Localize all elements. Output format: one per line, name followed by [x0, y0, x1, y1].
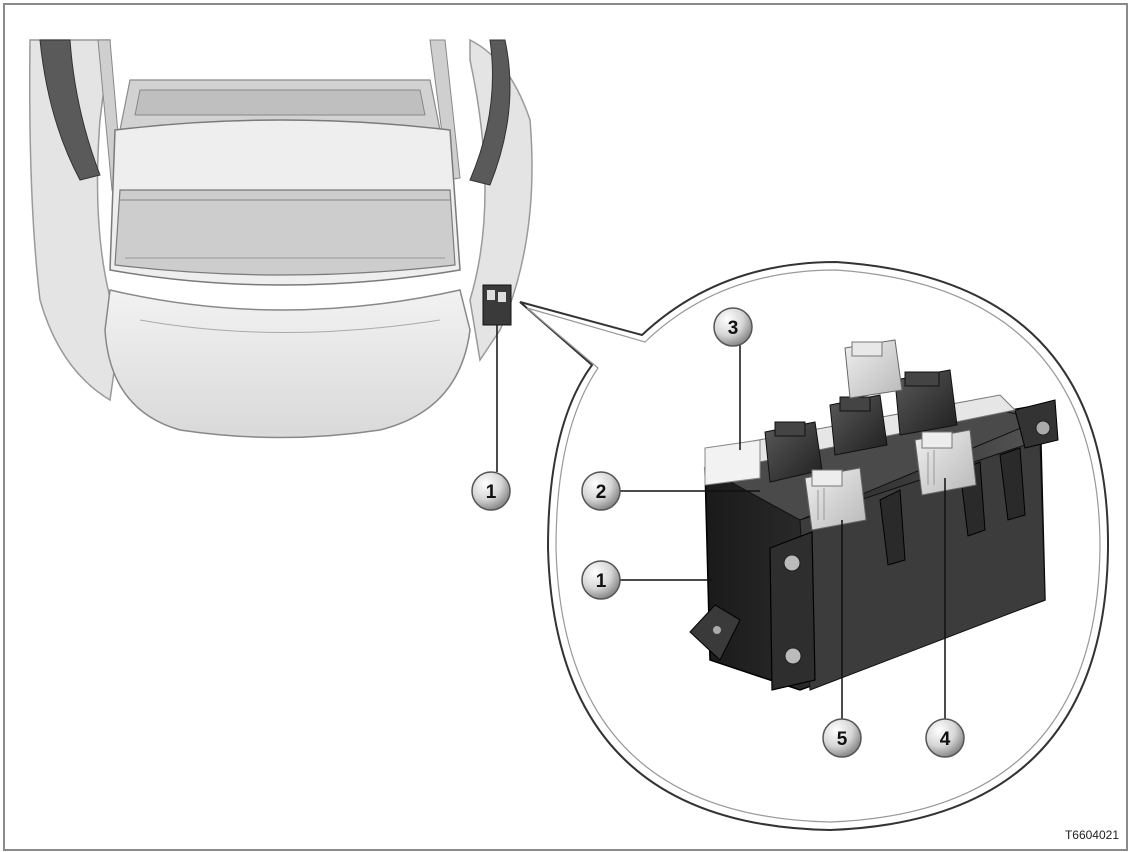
callout-detail-4-label: 4: [940, 729, 951, 750]
callout-detail-2-label: 2: [596, 482, 607, 503]
relay-dark-1: [764, 421, 823, 483]
callout-overview-1: 1: [471, 471, 511, 511]
callout-detail-5: 5: [822, 718, 862, 758]
detail-leader-lines: [620, 327, 946, 720]
figure-code: T6604021: [1064, 828, 1119, 842]
callout-detail-1-label: 1: [596, 571, 607, 592]
relay-dark-3: [894, 369, 958, 436]
mounting-bolt: [1035, 420, 1051, 436]
callout-detail-2: 2: [581, 471, 621, 511]
callout-detail-3-label: 3: [728, 318, 739, 339]
relay-light-5: [804, 467, 867, 531]
vehicle-rear-illustration: [28, 38, 533, 439]
callout-detail-5-label: 5: [837, 729, 848, 750]
module-detail-illustration: [689, 339, 1059, 691]
callout-detail-4: 4: [925, 718, 965, 758]
callout-overview-1-label: 1: [486, 482, 497, 503]
relay-light-4: [914, 429, 977, 496]
mounting-screw: [784, 647, 802, 665]
relay-light-back: [844, 339, 903, 399]
relay-dark-2: [829, 394, 888, 456]
callout-detail-1: 1: [581, 560, 621, 600]
module-cover-block: [704, 439, 761, 486]
mounting-screw: [783, 554, 801, 572]
callout-detail-3: 3: [713, 307, 753, 347]
